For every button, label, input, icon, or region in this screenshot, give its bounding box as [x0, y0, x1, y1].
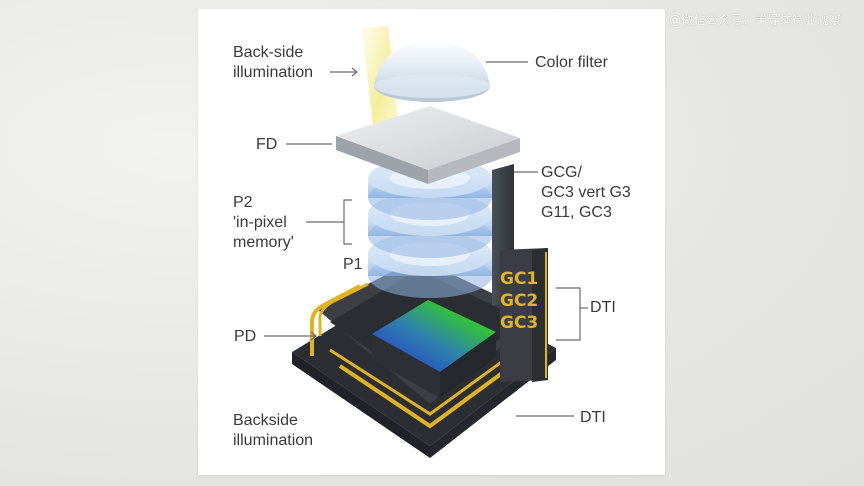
memory-rings: [368, 158, 492, 298]
dti-label-bottom: DTI: [580, 409, 606, 426]
p2-line3: memory': [233, 234, 294, 251]
fd-plate: [336, 106, 520, 184]
gate-pillar: [492, 164, 548, 382]
p2-line1: P2: [233, 194, 253, 211]
p1-label: P1: [343, 256, 363, 273]
color-filter-label: Color filter: [535, 54, 608, 71]
color-filter-dome: [374, 40, 490, 102]
watermark: @微信公众号：半导体行业观察: [669, 13, 842, 27]
back-side-illumination-label-top: Back-side illumination: [233, 43, 313, 83]
gc3-label: GC3: [500, 313, 538, 333]
gc1-label: GC1: [500, 269, 538, 289]
gcg-line2: GC3 vert G3: [541, 184, 631, 201]
photodiode: [372, 300, 496, 398]
gcg-line1: GCG/: [541, 164, 582, 181]
backside-illumination-line1: Backside: [233, 412, 298, 429]
pd-label: PD: [234, 328, 257, 345]
gcg-line3: G11, GC3: [541, 204, 612, 221]
fd-label: FD: [256, 136, 278, 153]
backside-illumination-label-bottom: Backside illumination: [233, 411, 313, 451]
back-side-illumination-line2: illumination: [233, 64, 314, 81]
gcg-label: GCG/ GC3 vert G3 G11, GC3: [541, 163, 631, 223]
p2-line2: 'in-pixel: [233, 214, 287, 231]
back-side-illumination-line1: Back-side: [233, 44, 304, 61]
gc2-label: GC2: [500, 291, 538, 311]
p2-label: P2 'in-pixel memory': [233, 193, 294, 253]
backside-illumination-line2: illumination: [233, 432, 314, 449]
dti-label-right: DTI: [590, 299, 616, 316]
leader-lines: [264, 61, 588, 417]
